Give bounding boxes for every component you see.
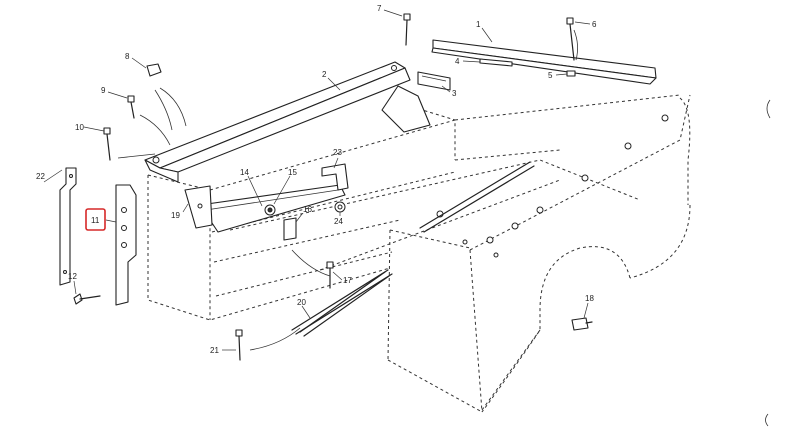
- bolt-10: [103, 114, 171, 161]
- callout-4: 4: [455, 57, 460, 66]
- callout-labels: 1 2 3 4 5 6 7 8 9 10 11 12 14 15 16 17 1…: [36, 4, 597, 355]
- callout-15: 15: [288, 168, 297, 177]
- bolt-17: [291, 249, 334, 289]
- edge-mark: [765, 413, 769, 427]
- callout-19: 19: [171, 211, 180, 220]
- callout-11-highlight: [85, 208, 106, 231]
- cap-8: [146, 63, 162, 77]
- bracket-19: [184, 185, 213, 229]
- washer-15: [264, 204, 276, 216]
- bracket-23: [321, 163, 349, 191]
- nut-5: [566, 70, 576, 77]
- callout-21: 21: [210, 346, 219, 355]
- bracket-3: [417, 71, 451, 91]
- callout-18: 18: [585, 294, 594, 303]
- callout-14: 14: [240, 168, 249, 177]
- callout-24: 24: [334, 217, 343, 226]
- callout-12: 12: [68, 272, 77, 281]
- front-top-rail: [431, 39, 657, 85]
- side-panel-holes: [436, 114, 669, 258]
- callout-10: 10: [75, 123, 84, 132]
- bracket-11: [115, 184, 137, 306]
- callout-8: 8: [125, 52, 130, 61]
- callout-11: 11: [91, 216, 100, 225]
- bolt-9: [127, 87, 187, 131]
- nut-24: [334, 201, 346, 213]
- front-bracket: [381, 85, 431, 133]
- bolt-18: [571, 317, 593, 331]
- callout-7: 7: [377, 4, 382, 13]
- strip-20: [291, 269, 393, 335]
- top-rail: [144, 61, 411, 183]
- bolt-21: [235, 327, 301, 361]
- bracket-16: [283, 217, 297, 241]
- callout-16: 16: [303, 205, 312, 214]
- bolt-6: [566, 17, 578, 61]
- callout-20: 20: [297, 298, 306, 307]
- strap-22: [59, 167, 77, 286]
- edge-mark: [766, 99, 771, 119]
- callout-1: 1: [476, 20, 481, 29]
- leader-lines: [43, 9, 591, 351]
- callout-5: 5: [548, 71, 553, 80]
- bolt-12: [73, 293, 101, 305]
- callout-3: 3: [452, 89, 457, 98]
- callout-22: 22: [36, 172, 45, 181]
- callout-17: 17: [343, 276, 352, 285]
- callout-9: 9: [101, 86, 106, 95]
- bolt-7: [403, 13, 411, 46]
- callout-6: 6: [592, 20, 597, 29]
- callout-2: 2: [322, 70, 327, 79]
- callout-23: 23: [333, 148, 342, 157]
